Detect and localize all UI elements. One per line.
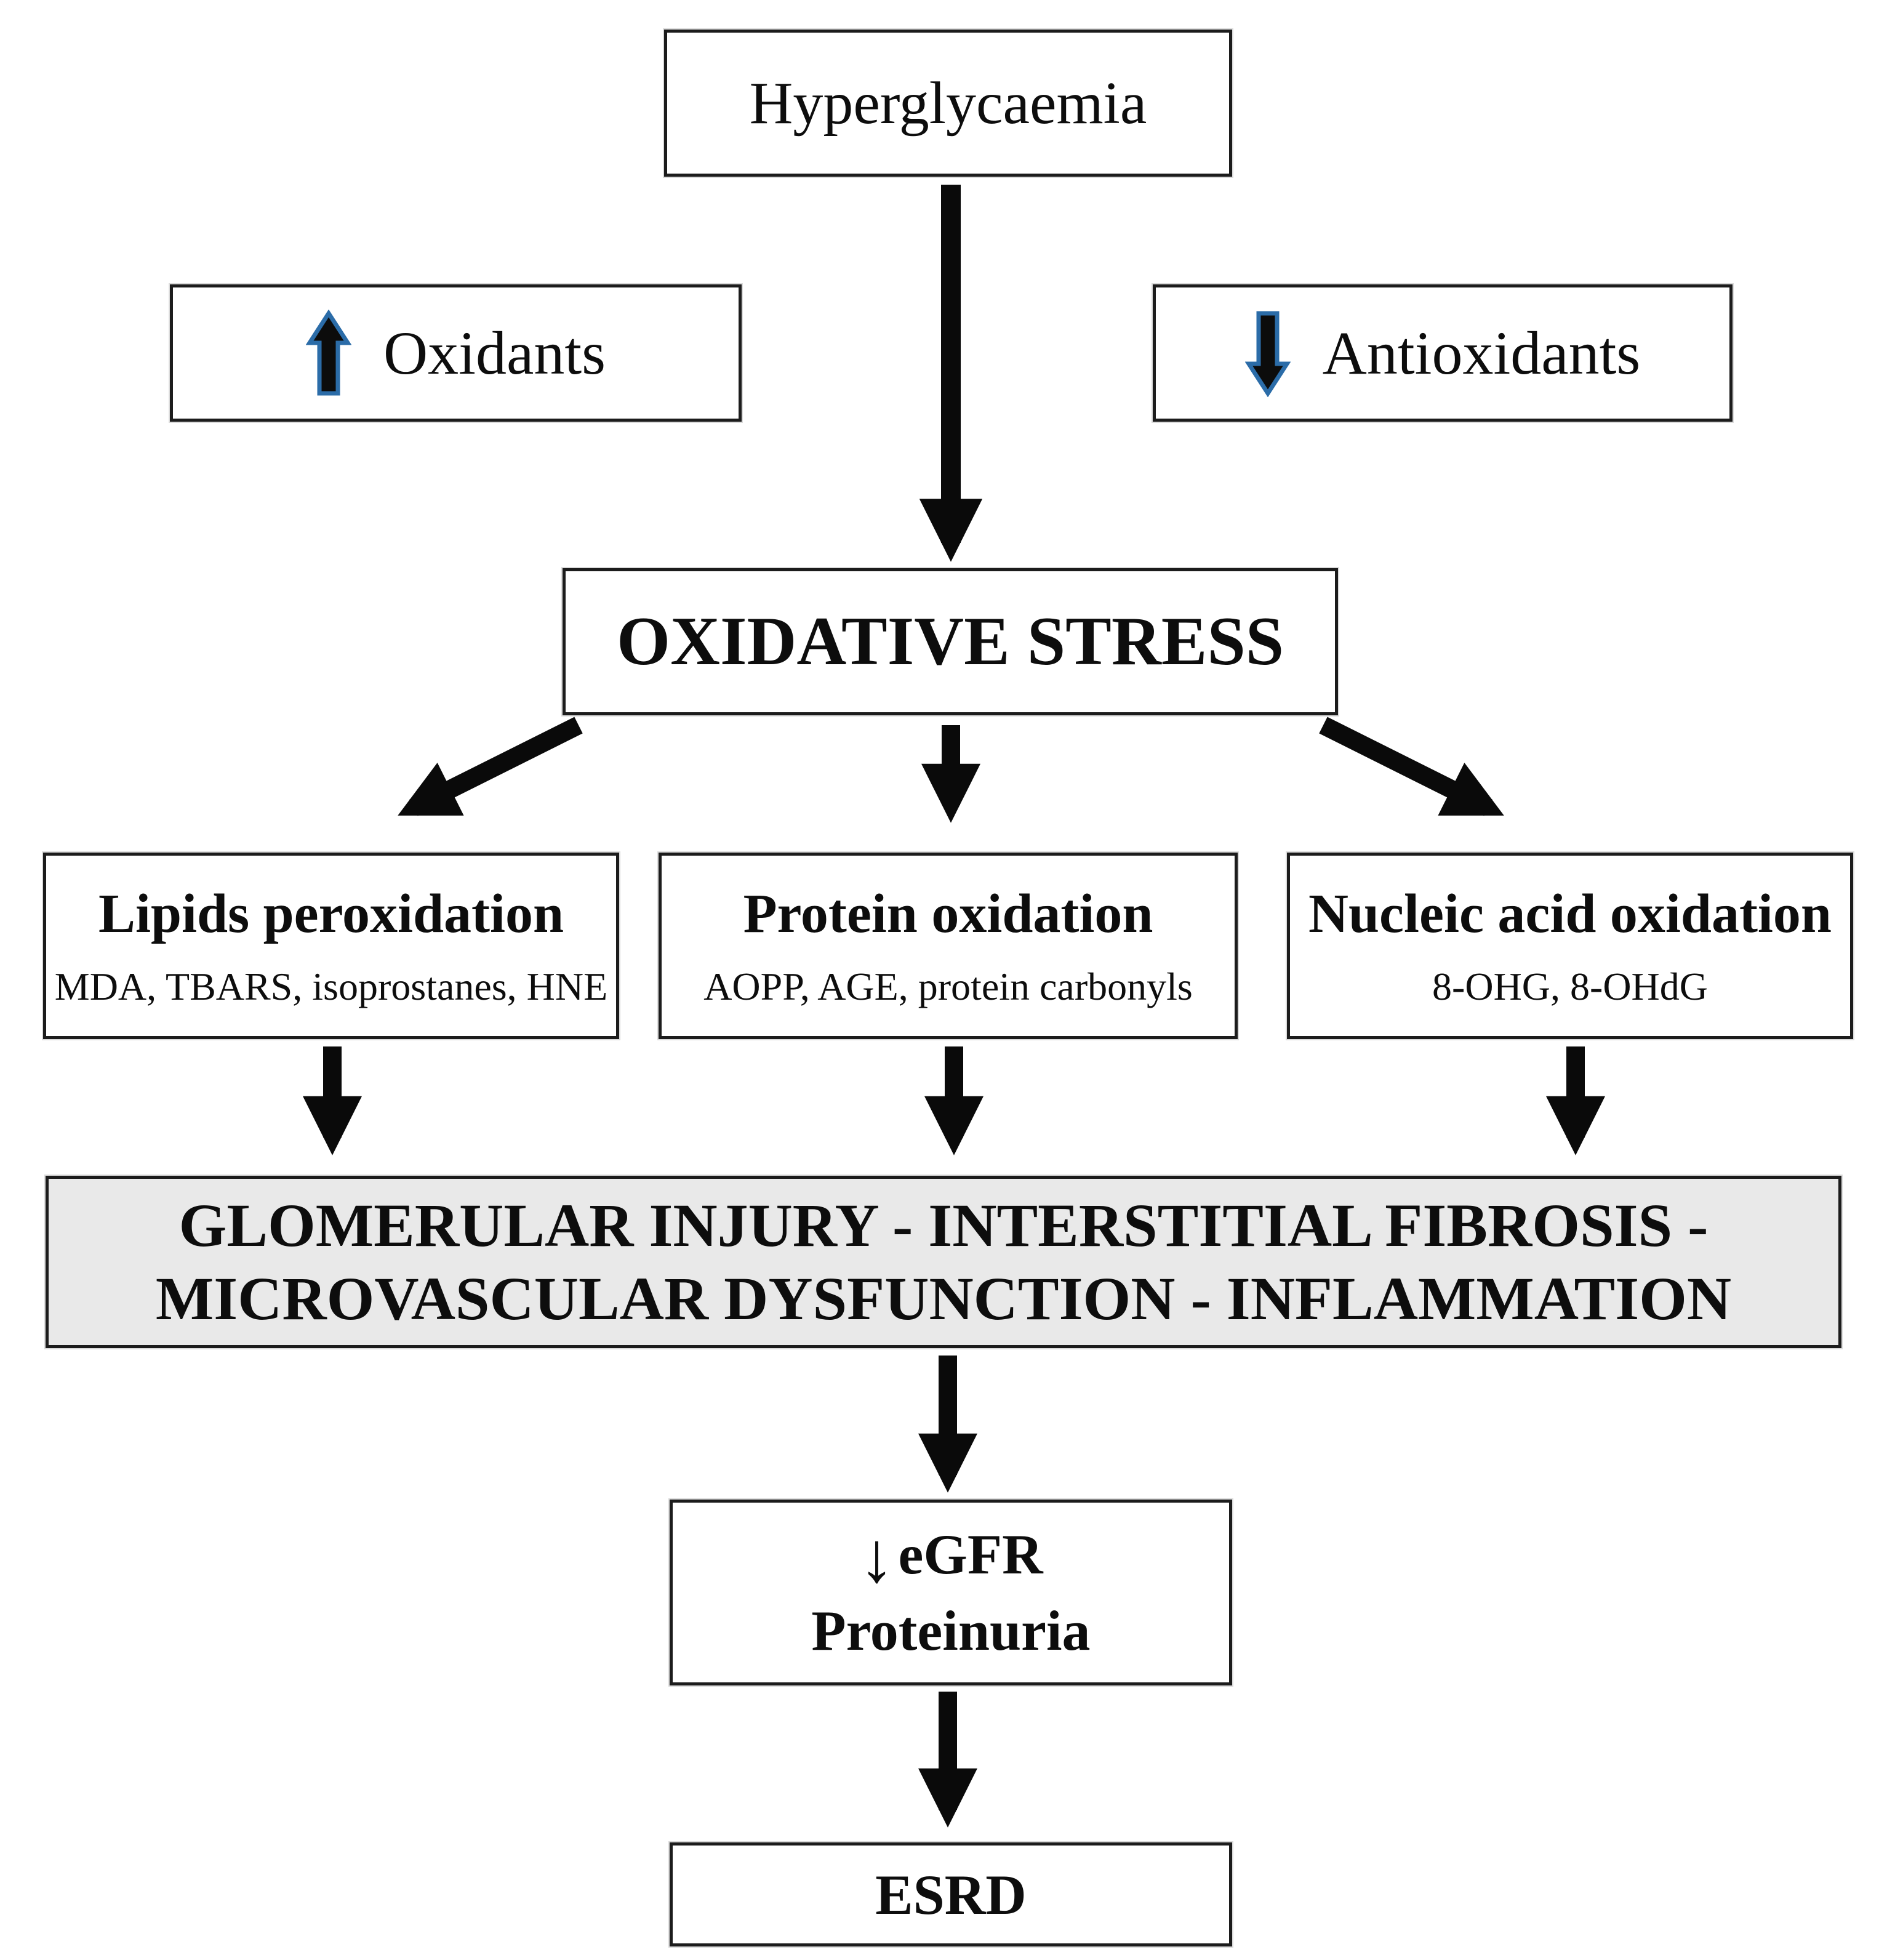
oxidative-stress-label: OXIDATIVE STRESS: [616, 603, 1284, 680]
lipids-markers: MDA, TBARS, isoprostanes, HNE: [54, 964, 608, 1008]
down-arrow-icon: [1244, 310, 1291, 397]
node-oxidants: Oxidants: [170, 284, 742, 422]
node-hyperglycaemia: Hyperglycaemia: [664, 30, 1232, 177]
egfr-label: eGFR: [898, 1523, 1043, 1586]
proteinuria-label: Proteinuria: [811, 1599, 1091, 1662]
antioxidants-label: Antioxidants: [1322, 319, 1641, 387]
hyperglycaemia-label: Hyperglycaemia: [749, 70, 1147, 137]
node-esrd: ESRD: [670, 1842, 1232, 1946]
renal-damage-line2: MICROVASCULAR DYSFUNCTION - INFLAMMATION: [155, 1264, 1732, 1333]
node-protein-oxidation: Protein oxidation AOPP, AGE, protein car…: [659, 853, 1238, 1039]
connector-oxidative-stress-to-lipids: [398, 717, 583, 816]
lipids-title: Lipids peroxidation: [98, 883, 564, 945]
connector-oxidative-stress-to-nucleic: [1319, 717, 1504, 816]
node-antioxidants: Antioxidants: [1153, 284, 1733, 422]
node-renal-function: ↓ eGFR Proteinuria: [670, 1500, 1232, 1685]
node-renal-damage-band: GLOMERULAR INJURY - INTERSTITIAL FIBROSI…: [46, 1176, 1841, 1348]
up-arrow-icon: [305, 309, 351, 397]
node-lipids-peroxidation: Lipids peroxidation MDA, TBARS, isoprost…: [43, 853, 619, 1039]
node-nucleic-acid-oxidation: Nucleic acid oxidation 8-OHG, 8-OHdG: [1287, 853, 1853, 1039]
nucleic-title: Nucleic acid oxidation: [1308, 883, 1832, 945]
esrd-label: ESRD: [875, 1863, 1027, 1926]
protein-title: Protein oxidation: [743, 883, 1153, 945]
node-oxidative-stress: OXIDATIVE STRESS: [563, 568, 1338, 715]
oxidants-label: Oxidants: [383, 319, 606, 387]
nucleic-markers: 8-OHG, 8-OHdG: [1432, 964, 1708, 1008]
protein-markers: AOPP, AGE, protein carbonyls: [703, 964, 1193, 1008]
renal-damage-line1: GLOMERULAR INJURY - INTERSTITIAL FIBROSI…: [178, 1191, 1709, 1259]
egfr-line: ↓ eGFR: [859, 1519, 1043, 1598]
